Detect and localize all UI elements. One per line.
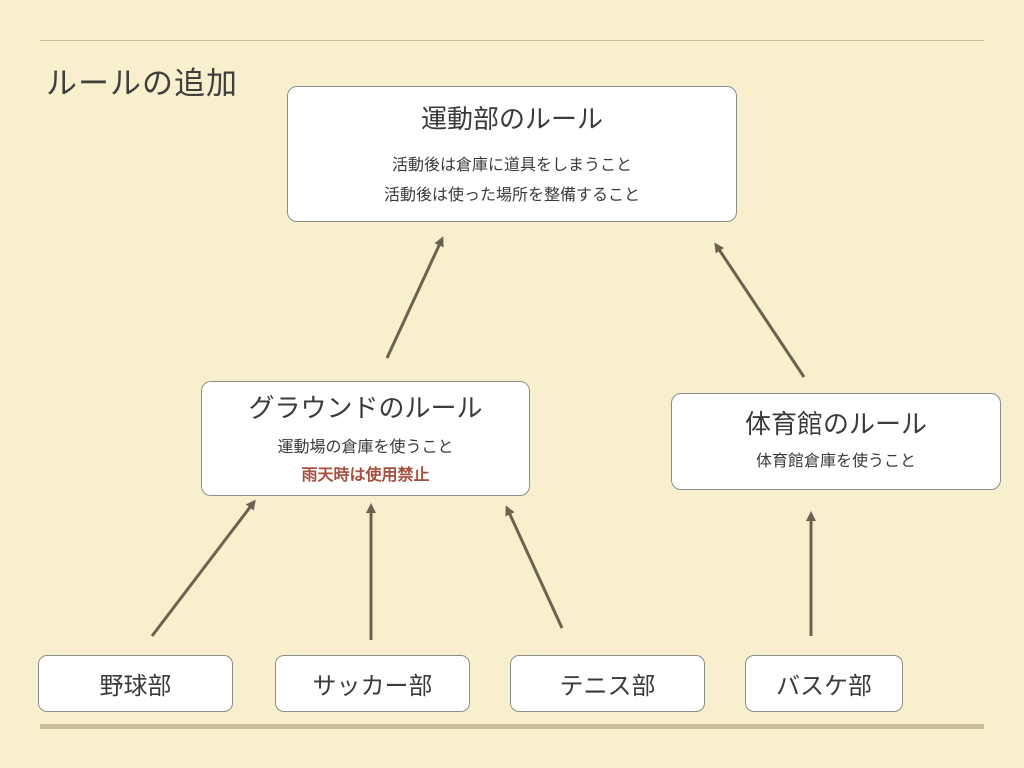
sports-club-rules-box: 運動部のルール 活動後は倉庫に道具をしまうこと 活動後は使った場所を整備すること [287, 86, 737, 222]
club-basketball: バスケ部 [745, 655, 903, 712]
club-baseball: 野球部 [38, 655, 233, 712]
club-tennis: テニス部 [510, 655, 705, 712]
sports-club-rules-title: 運動部のルール [420, 105, 603, 135]
ground-rules-box: グラウンドのルール 運動場の倉庫を使うこと 雨天時は使用禁止 [201, 381, 530, 496]
sports-club-rule-1: 活動後は倉庫に道具をしまうこと [391, 155, 632, 174]
club-soccer: サッカー部 [275, 655, 470, 712]
gym-rules-title: 体育館のルール [744, 410, 927, 440]
arrow-baseball-to-ground [150, 499, 256, 637]
slide-title: ルールの追加 [46, 66, 238, 102]
ground-rule-2: 雨天時は使用禁止 [301, 465, 430, 484]
arrow-tennis-to-ground [505, 505, 564, 629]
ground-rule-1: 運動場の倉庫を使うこと [277, 437, 454, 456]
arrow-ground-to-sports [385, 236, 444, 359]
bottom-divider [40, 724, 984, 729]
ground-rules-title: グラウンドのルール [248, 394, 483, 424]
top-divider [40, 40, 984, 41]
arrow-gym-to-sports [714, 242, 806, 378]
sports-club-rule-2: 活動後は使った場所を整備すること [383, 185, 640, 204]
gym-rule-1: 体育館倉庫を使うこと [755, 451, 916, 470]
gym-rules-box: 体育館のルール 体育館倉庫を使うこと [671, 393, 1001, 490]
